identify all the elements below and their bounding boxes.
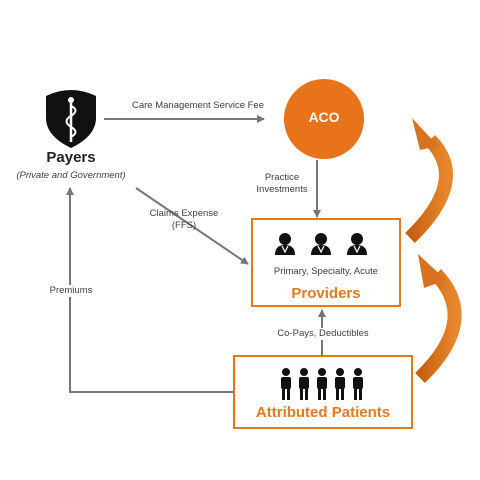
premiums-label: Premiums <box>46 285 96 297</box>
doctor-icon <box>275 233 295 255</box>
practice-investments-label: Practice Investments <box>256 172 308 195</box>
providers-box <box>251 218 401 307</box>
payers-title: Payers <box>46 149 96 166</box>
claims-expense-label: Claims Expense (FFS) <box>149 208 219 231</box>
curved-arrow-lower <box>415 254 462 384</box>
care-fee-label: Care Management Service Fee <box>131 100 264 111</box>
aco-label: ACO <box>308 109 340 125</box>
curved-arrow-upper <box>405 118 453 244</box>
person-icon <box>335 368 345 400</box>
claims-arrow <box>135 187 249 265</box>
providers-title: Providers <box>291 285 361 302</box>
doctor-icon <box>347 233 367 255</box>
providers-subtitle: Primary, Specialty, Acute <box>273 266 379 277</box>
patients-title: Attributed Patients <box>255 404 391 421</box>
person-icon <box>281 368 291 400</box>
aco-node <box>284 79 364 159</box>
person-icon <box>353 368 363 400</box>
payers-subtitle: (Private and Government) <box>16 170 126 181</box>
person-icon <box>317 368 327 400</box>
person-icon <box>299 368 309 400</box>
copays-label: Co-Pays, Deductibles <box>268 328 378 340</box>
premiums-arrow <box>66 187 234 393</box>
doctor-icon <box>311 233 331 255</box>
shield-caduceus-icon <box>46 90 96 148</box>
